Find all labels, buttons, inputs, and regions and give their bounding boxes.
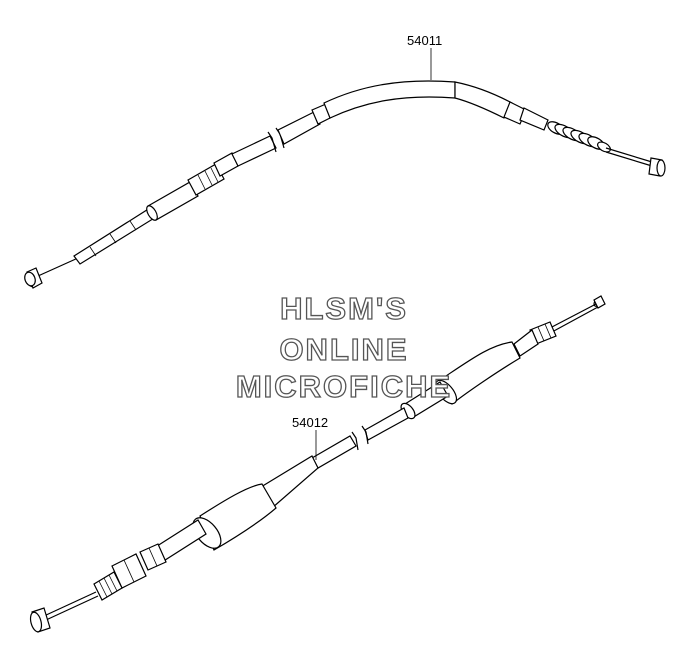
thread-section-54011 xyxy=(73,207,157,265)
sheath-middle-54012 xyxy=(311,435,357,469)
sheath-a-54011 xyxy=(231,135,277,167)
inner-wire-right-54011 xyxy=(605,147,653,163)
inner-wire-top-54012 xyxy=(549,303,597,329)
part-number-54011: 54011 xyxy=(407,33,443,48)
cable-54011 xyxy=(24,48,666,289)
inner-wire-lower-54012 xyxy=(43,591,97,617)
watermark-line-2: ONLINE xyxy=(279,332,409,367)
watermark-line-3: MICROFICHE xyxy=(235,369,453,404)
end-barrel-left-54011 xyxy=(24,267,43,289)
adjuster-54011 xyxy=(187,163,225,196)
boot-top-54012 xyxy=(439,341,521,405)
end-barrel-lower-54012 xyxy=(29,607,51,633)
boot-right-54011 xyxy=(454,81,513,119)
sheath-curve-54011 xyxy=(323,80,456,119)
spring-54011 xyxy=(547,121,611,153)
watermark-line-1: HLSM'S xyxy=(279,291,408,326)
inner-wire-left-54011 xyxy=(37,257,79,277)
end-barrel-top-54012 xyxy=(593,295,606,309)
end-barrel-right-54011 xyxy=(648,157,666,177)
cable-54012 xyxy=(29,295,606,633)
part-number-54012: 54012 xyxy=(292,415,329,430)
sheath-b-54011 xyxy=(277,111,321,145)
